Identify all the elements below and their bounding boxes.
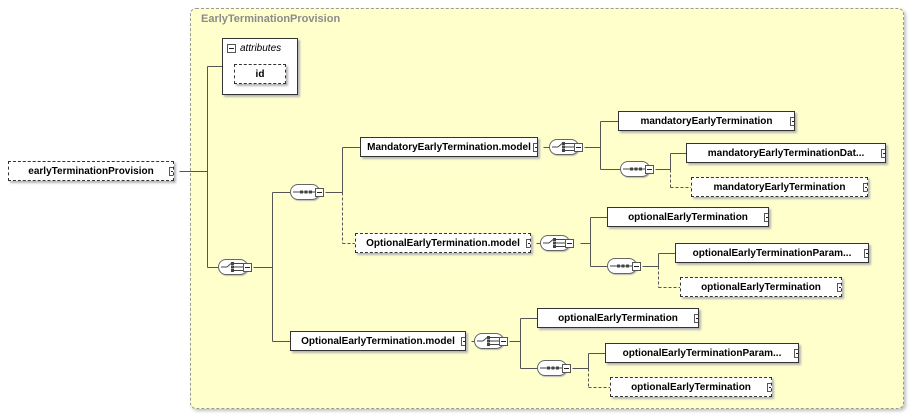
complextype-title: EarlyTerminationProvision: [201, 13, 341, 25]
collapse-toggle[interactable]: [227, 44, 236, 53]
expand-toggle[interactable]: [864, 248, 868, 258]
collapse-toggle[interactable]: [632, 261, 641, 271]
attribute-id[interactable]: id: [234, 64, 286, 84]
element-label: optionalEarlyTerminationParam...: [692, 247, 852, 259]
sequence-glyph: [623, 167, 647, 171]
element-label: mandatoryEarlyTermination: [640, 115, 773, 127]
element-earlyTerminationProvision[interactable]: earlyTerminationProvision: [8, 161, 174, 181]
expand-toggle[interactable]: [881, 148, 885, 158]
attributes-label: attributes: [240, 43, 282, 54]
element-optionalEarlyTerminationParameters[interactable]: optionalEarlyTerminationParam...: [675, 243, 869, 263]
sequence-glyph: [540, 366, 564, 370]
collapse-toggle[interactable]: [169, 166, 173, 176]
group-label: MandatoryEarlyTermination.model: [367, 141, 531, 153]
sequence-compositor-icon: [607, 258, 641, 274]
choice-compositor-icon: [540, 235, 574, 251]
sequence-glyph: [293, 190, 317, 194]
group-OptionalEarlyTermination-model-optional[interactable]: OptionalEarlyTermination.model: [355, 233, 531, 253]
sequence-compositor-icon: [537, 360, 571, 376]
element-mandatoryEarlyTermination[interactable]: mandatoryEarlyTermination: [618, 111, 795, 131]
expand-toggle[interactable]: [790, 116, 794, 126]
element-label: optionalEarlyTerminationParam...: [622, 347, 782, 359]
group-label: OptionalEarlyTermination.model: [301, 335, 455, 347]
element-label: mandatoryEarlyTerminationDat...: [707, 147, 865, 159]
expand-toggle[interactable]: [863, 182, 867, 192]
element-label: optionalEarlyTermination: [701, 281, 821, 293]
collapse-toggle[interactable]: [533, 142, 537, 152]
expand-toggle[interactable]: [794, 348, 798, 358]
attributes-header: attributes: [223, 39, 297, 54]
expand-toggle[interactable]: [767, 382, 771, 392]
sequence-compositor-icon: [620, 161, 654, 177]
choice-compositor-icon: [218, 259, 252, 275]
element-optionalEarlyTerminationParameters[interactable]: optionalEarlyTerminationParam...: [605, 343, 799, 363]
sequence-glyph: [610, 264, 634, 268]
sequence-compositor-icon: [290, 184, 324, 200]
collapse-toggle[interactable]: [315, 187, 324, 197]
expand-toggle[interactable]: [694, 313, 698, 323]
element-label: earlyTerminationProvision: [28, 165, 154, 177]
element-optionalEarlyTermination-optional[interactable]: optionalEarlyTermination: [680, 277, 842, 297]
collapse-toggle[interactable]: [574, 142, 583, 152]
expand-toggle[interactable]: [764, 212, 768, 222]
collapse-toggle[interactable]: [562, 363, 571, 373]
group-MandatoryEarlyTermination-model[interactable]: MandatoryEarlyTermination.model: [360, 137, 538, 157]
collapse-toggle[interactable]: [565, 238, 574, 248]
group-OptionalEarlyTermination-model[interactable]: OptionalEarlyTermination.model: [290, 331, 466, 351]
collapse-toggle[interactable]: [526, 238, 530, 248]
element-optionalEarlyTermination-optional[interactable]: optionalEarlyTermination: [610, 377, 772, 397]
collapse-toggle[interactable]: [461, 336, 465, 346]
collapse-toggle[interactable]: [645, 164, 654, 174]
element-label: optionalEarlyTermination: [631, 381, 751, 393]
choice-compositor-icon: [549, 139, 583, 155]
element-optionalEarlyTermination[interactable]: optionalEarlyTermination: [607, 207, 769, 227]
element-label: mandatoryEarlyTermination: [713, 181, 846, 193]
element-mandatoryEarlyTerminationDate[interactable]: mandatoryEarlyTerminationDat...: [686, 143, 886, 163]
element-label: optionalEarlyTermination: [628, 211, 748, 223]
attributes-box: attributes id: [222, 38, 298, 95]
collapse-toggle[interactable]: [243, 262, 252, 272]
group-label: OptionalEarlyTermination.model: [366, 237, 520, 249]
collapse-toggle[interactable]: [499, 336, 508, 346]
element-optionalEarlyTermination[interactable]: optionalEarlyTermination: [537, 308, 699, 328]
choice-compositor-icon: [474, 333, 508, 349]
expand-toggle[interactable]: [837, 282, 841, 292]
element-mandatoryEarlyTermination-optional[interactable]: mandatoryEarlyTermination: [691, 177, 868, 197]
element-label: optionalEarlyTermination: [558, 312, 678, 324]
attribute-label: id: [255, 68, 265, 80]
